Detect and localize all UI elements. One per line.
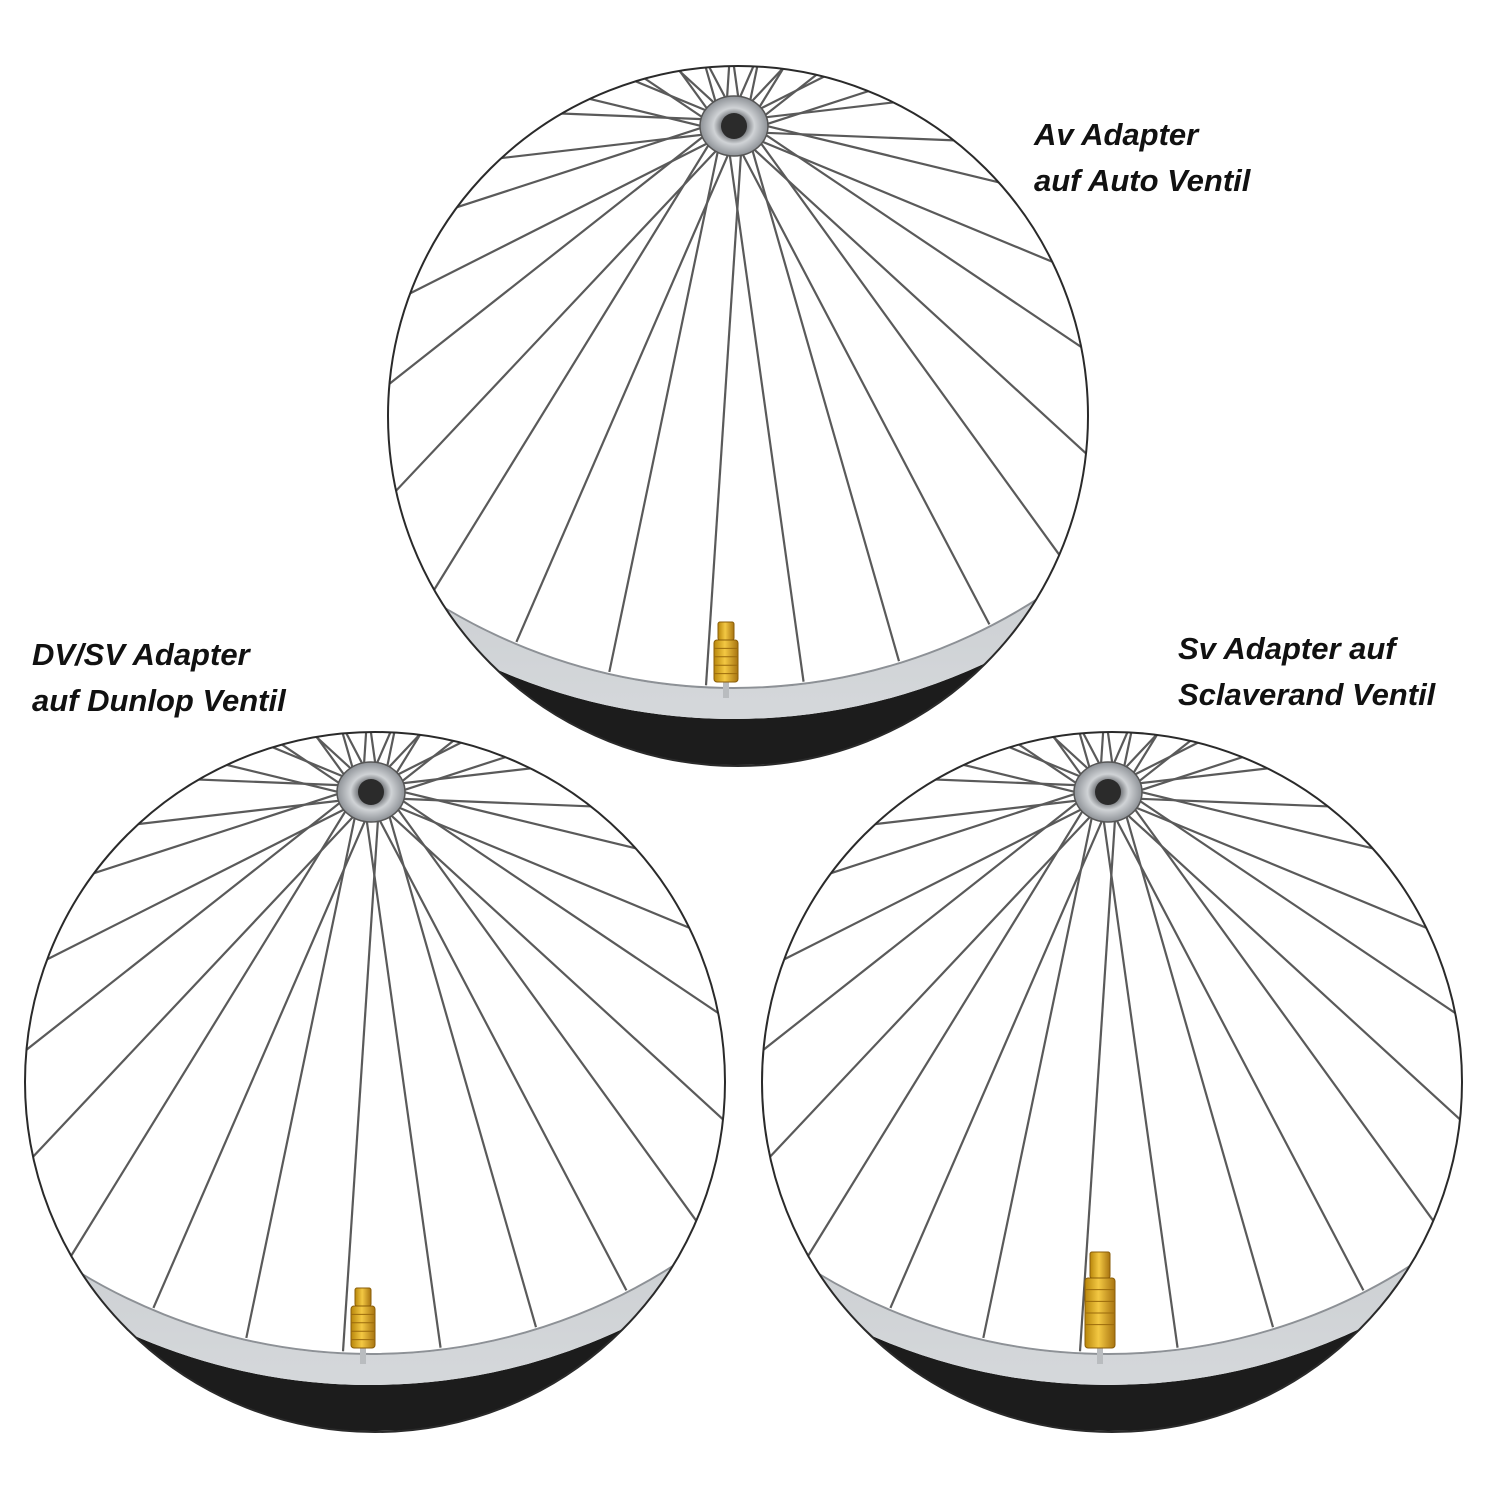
spoke [1108, 805, 1365, 1291]
spoke [388, 128, 714, 465]
spoke [1115, 804, 1462, 1174]
spoke [392, 793, 725, 1097]
spoke [1129, 793, 1462, 1097]
spoke [748, 135, 1088, 345]
hub-axle [358, 779, 384, 805]
spoke [25, 732, 350, 796]
wheel-av [387, 65, 1089, 767]
valve-adapter-dv [350, 1287, 376, 1364]
adapter-body [350, 1305, 376, 1349]
spoke [608, 136, 722, 673]
spoke [341, 804, 381, 1352]
caption-av-line1: Av Adapter [1034, 117, 1199, 152]
spoke [385, 801, 725, 1011]
adapter-tip [354, 1287, 372, 1307]
spoke [803, 799, 1091, 1263]
circle-frame [761, 731, 1463, 1433]
spoke [726, 139, 805, 682]
valve-stem [723, 682, 729, 698]
spoke [25, 804, 365, 1204]
spoke [1098, 732, 1138, 780]
rim-edge [762, 732, 1462, 1355]
tire [388, 66, 1088, 765]
spoke [762, 804, 1102, 1204]
caption-dv-line1: DV/SV Adapter [32, 637, 250, 672]
hub [336, 761, 406, 823]
adapter-body [713, 639, 739, 683]
spoke [361, 732, 401, 780]
wheel-photo [762, 732, 1462, 1432]
spoke [755, 66, 1088, 129]
valve-stem [360, 1348, 366, 1364]
spoke [762, 732, 1087, 796]
spoke [734, 139, 991, 625]
adapter-tip [717, 621, 735, 641]
circle-frame [387, 65, 1089, 767]
caption-sv-line1: Sv Adapter auf [1178, 631, 1396, 666]
valve-stem [1097, 1348, 1103, 1364]
spoke [741, 138, 1088, 508]
spoke [755, 127, 1088, 431]
adapter-tip [1089, 1251, 1111, 1279]
spoke [245, 802, 359, 1339]
spoke [762, 801, 1095, 1049]
spoke [388, 135, 721, 383]
rim-edge [388, 66, 1088, 689]
caption-dv-adapter: DV/SV Adapter auf Dunlop Ventil [32, 632, 286, 724]
caption-dv-line2: auf Dunlop Ventil [32, 683, 286, 718]
spoke [1121, 802, 1275, 1328]
spoke [752, 132, 1073, 574]
spoke [982, 802, 1096, 1339]
valve-adapter-sv [1084, 1251, 1116, 1364]
spoke [1100, 805, 1179, 1348]
spoke [889, 805, 1110, 1309]
spoke [363, 805, 442, 1348]
spoke [515, 139, 736, 643]
tire [762, 732, 1462, 1431]
caption-sv-adapter: Sv Adapter auf Sclaverand Ventil [1178, 626, 1435, 718]
spoke [762, 794, 1088, 1131]
spoke [1129, 732, 1462, 795]
hub [1073, 761, 1143, 823]
circle-frame [24, 731, 726, 1433]
spoke [152, 805, 373, 1309]
tire [25, 732, 725, 1431]
caption-av-line2: auf Auto Ventil [1034, 163, 1251, 198]
spoke [1126, 798, 1447, 1240]
spoke [300, 732, 379, 779]
rim [762, 732, 1462, 1385]
spoke [747, 136, 901, 662]
spoke [371, 805, 628, 1291]
rim [25, 732, 725, 1385]
spoke [392, 732, 725, 795]
spoke [25, 794, 351, 1131]
spoke [1128, 732, 1462, 790]
wheel-sv [761, 731, 1463, 1433]
wheel-photo [388, 66, 1088, 766]
hub-axle [721, 113, 747, 139]
rim [388, 66, 1088, 719]
valve-adapter-av [713, 621, 739, 698]
spoke [704, 138, 744, 686]
spoke [66, 799, 354, 1263]
caption-av-adapter: Av Adapter auf Auto Ventil [1034, 112, 1250, 204]
spoke [388, 66, 713, 130]
spoke [1114, 732, 1462, 780]
wheel-photo [25, 732, 725, 1432]
spoke [378, 804, 725, 1174]
hub [699, 95, 769, 157]
spoke [384, 802, 538, 1328]
spoke [389, 798, 710, 1240]
caption-sv-line2: Sclaverand Ventil [1178, 677, 1436, 712]
spoke [1122, 801, 1462, 1011]
rim-edge [25, 732, 725, 1355]
spoke [1078, 804, 1118, 1352]
wheel-dv [24, 731, 726, 1433]
spoke [429, 133, 717, 597]
spoke [388, 138, 728, 538]
spoke [25, 801, 358, 1049]
hub-axle [1095, 779, 1121, 805]
